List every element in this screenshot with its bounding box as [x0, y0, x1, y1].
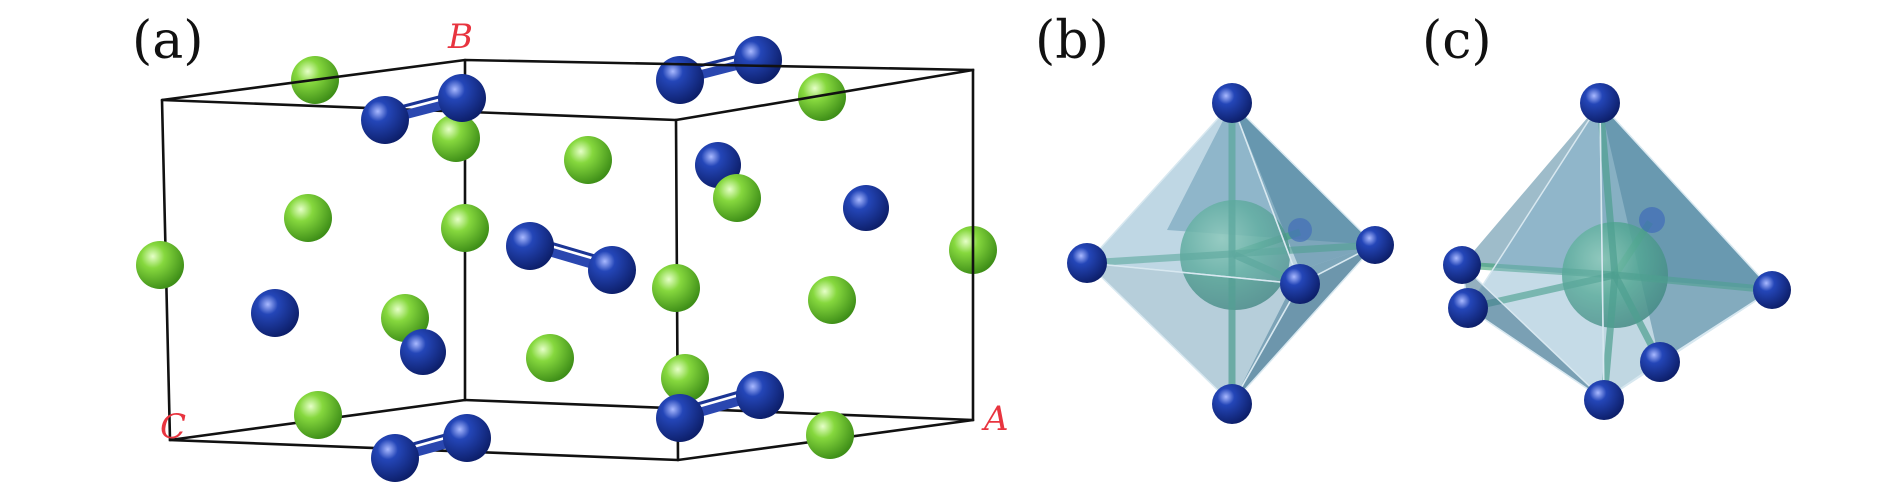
panel-b: (b) — [1035, 11, 1394, 424]
polyhedron-face — [1600, 103, 1772, 362]
blue-atom — [1288, 218, 1312, 242]
green-atom — [136, 241, 184, 289]
blue-atom — [1212, 83, 1252, 123]
blue-atom — [361, 96, 409, 144]
distorted-polyhedron — [1443, 83, 1791, 420]
blue-atom — [1580, 83, 1620, 123]
vertex-label-b: B — [447, 17, 473, 57]
blue-atom — [1640, 342, 1680, 382]
octahedron — [1067, 83, 1394, 424]
bond — [1461, 261, 1616, 279]
panel-c: (c) — [1422, 11, 1791, 420]
blue-atom — [438, 74, 486, 122]
front-atoms — [136, 74, 854, 482]
blue-atom — [1212, 384, 1252, 424]
blue-atom — [1448, 288, 1488, 328]
blue-atom — [1753, 271, 1791, 309]
bond — [1600, 274, 1619, 401]
blue-atom — [656, 394, 704, 442]
panel-a: (a) — [132, 11, 1009, 482]
blue-atom — [736, 371, 784, 419]
cell-edge — [674, 68, 975, 122]
green-atom — [806, 411, 854, 459]
back-atoms — [251, 36, 997, 382]
polyhedron-face — [1599, 101, 1774, 402]
blue-atom — [1443, 246, 1481, 284]
green-atom — [564, 136, 612, 184]
vertex-label-c: C — [160, 407, 186, 447]
green-atom — [526, 334, 574, 382]
polyhedron-face — [1231, 244, 1376, 405]
blue-atom — [1356, 226, 1394, 264]
green-atom — [652, 264, 700, 312]
bond — [1614, 271, 1773, 294]
panel-label-b: (b) — [1035, 11, 1109, 71]
panel-label-c: (c) — [1422, 11, 1492, 71]
blue-atom — [506, 222, 554, 270]
vertex-label-a: A — [981, 399, 1009, 439]
green-atom — [294, 391, 342, 439]
blue-atom — [588, 246, 636, 294]
polyhedron-face — [1460, 262, 1605, 401]
blue-atom — [251, 289, 299, 337]
panel-label-a: (a) — [132, 11, 204, 71]
green-atom — [808, 276, 856, 324]
blue-atom — [1639, 207, 1665, 233]
blue-atom — [443, 414, 491, 462]
green-atom — [798, 73, 846, 121]
green-atom — [661, 354, 709, 402]
green-atom — [284, 194, 332, 242]
polyhedron-face — [1232, 103, 1375, 270]
blue-atom — [371, 434, 419, 482]
bond — [1596, 102, 1619, 276]
blue-atom — [656, 56, 704, 104]
green-atom — [432, 114, 480, 162]
blue-atom — [1280, 264, 1320, 304]
polyhedron-face — [1084, 262, 1302, 406]
green-atom — [713, 174, 761, 222]
blue-atom — [1584, 380, 1624, 420]
blue-atom — [843, 185, 889, 231]
blue-atom — [734, 36, 782, 84]
green-atom — [441, 204, 489, 252]
blue-atom — [1067, 243, 1107, 283]
blue-atom — [400, 329, 446, 375]
